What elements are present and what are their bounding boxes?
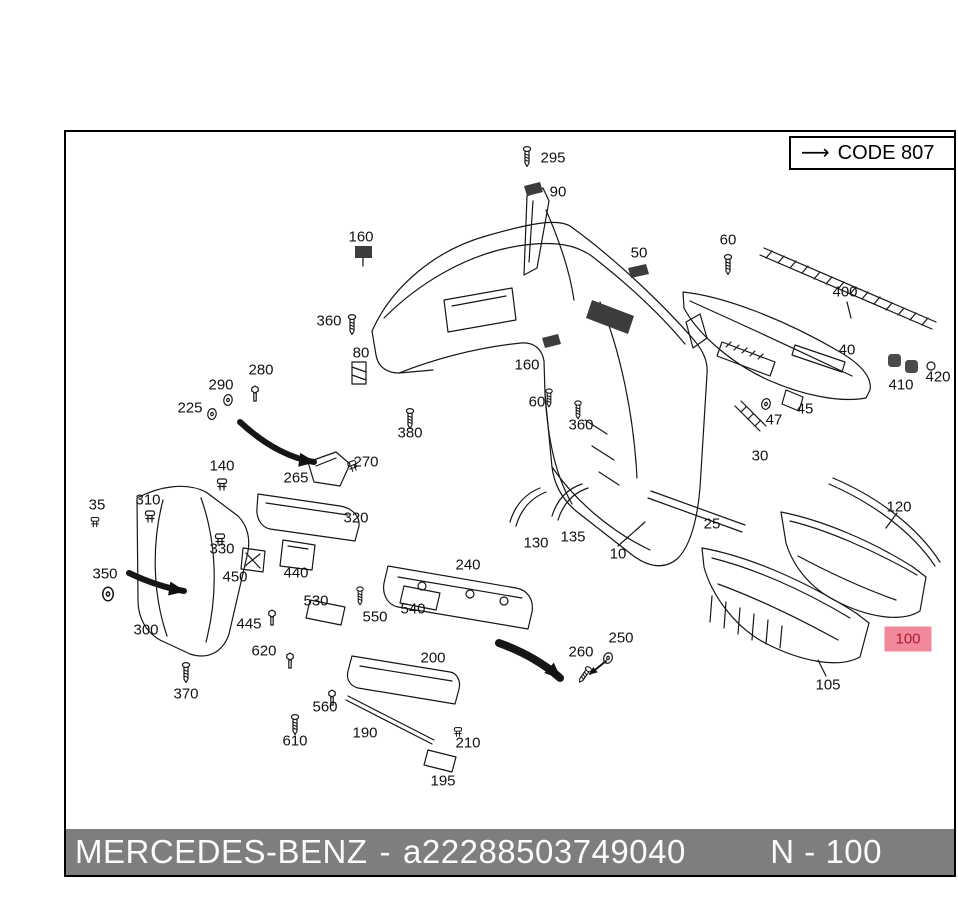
right-rear-panels-drawing: [647, 477, 941, 677]
part-label-300: 300: [133, 621, 159, 639]
part-label-310: 310: [135, 491, 161, 509]
part-label-210: 210: [455, 734, 481, 752]
part-label-290: 290: [208, 376, 234, 394]
part-label-540: 540: [400, 600, 426, 618]
part-label-135: 135: [560, 528, 586, 546]
footer-bar: MERCEDES-BENZ - a22288503749040 N - 100: [66, 829, 954, 875]
part-label-560: 560: [312, 698, 338, 716]
top-fasteners-drawing: [347, 146, 733, 430]
arrow-right-icon: ⟶: [801, 142, 830, 164]
part-label-47: 47: [765, 411, 783, 429]
part-label-550: 550: [362, 608, 388, 626]
code-label: CODE 807: [837, 141, 935, 164]
part-label-200: 200: [420, 649, 446, 667]
footer-reference: N - 100: [770, 833, 882, 870]
diagram-frame: MERCEDES-BENZ - a22288503749040 N - 100: [64, 130, 956, 877]
footer-part-number: a22288503749040: [403, 833, 686, 870]
part-label-10: 10: [609, 545, 627, 563]
part-label-330: 330: [209, 540, 235, 558]
part-label-320: 320: [343, 509, 369, 527]
part-label-360: 360: [568, 416, 594, 434]
part-label-370: 370: [173, 685, 199, 703]
part-label-530: 530: [303, 592, 329, 610]
part-label-100[interactable]: 100: [884, 626, 932, 652]
part-label-225: 225: [177, 399, 203, 417]
part-label-90: 90: [549, 183, 567, 201]
underside-fasteners-drawing: [509, 483, 615, 685]
part-label-265: 265: [283, 469, 309, 487]
code-box: ⟶ CODE 807: [789, 136, 956, 170]
part-label-35: 35: [88, 496, 106, 514]
part-label-360: 360: [316, 312, 342, 330]
part-label-240: 240: [455, 556, 481, 574]
part-label-25: 25: [703, 515, 721, 533]
part-label-160: 160: [348, 228, 374, 246]
part-label-195: 195: [430, 772, 456, 790]
part-label-30: 30: [751, 447, 769, 465]
left-wheel-arch-liner-drawing: [90, 385, 360, 657]
part-label-420: 420: [925, 368, 951, 386]
part-label-610: 610: [282, 732, 308, 750]
part-label-120: 120: [886, 498, 912, 516]
part-label-295: 295: [540, 149, 566, 167]
footer-brand: MERCEDES-BENZ: [75, 833, 368, 870]
direction-arrows: [126, 419, 607, 682]
part-label-60: 60: [528, 393, 546, 411]
part-label-440: 440: [283, 564, 309, 582]
diffuser-and-trim-drawing: [682, 247, 937, 432]
part-label-410: 410: [888, 376, 914, 394]
lower-brackets-drawing: [181, 539, 533, 773]
part-label-140: 140: [209, 457, 235, 475]
part-label-40: 40: [838, 341, 856, 359]
part-label-60: 60: [719, 231, 737, 249]
part-label-130: 130: [523, 534, 549, 552]
part-label-160: 160: [514, 356, 540, 374]
part-label-445: 445: [236, 615, 262, 633]
part-label-380: 380: [397, 424, 423, 442]
footer-separator: -: [379, 833, 392, 870]
part-label-80: 80: [352, 344, 370, 362]
part-label-105: 105: [815, 676, 841, 694]
part-label-620: 620: [251, 642, 277, 660]
part-label-400: 400: [832, 283, 858, 301]
bumper-cover-drawing: [371, 187, 708, 567]
part-label-280: 280: [248, 361, 274, 379]
part-label-270: 270: [353, 453, 379, 471]
part-label-450: 450: [222, 568, 248, 586]
part-label-260: 260: [568, 643, 594, 661]
footer-left-group: MERCEDES-BENZ - a22288503749040: [75, 833, 686, 871]
part-label-45: 45: [796, 400, 814, 418]
part-label-350: 350: [92, 565, 118, 583]
part-label-190: 190: [352, 724, 378, 742]
part-label-50: 50: [630, 244, 648, 262]
part-label-250: 250: [608, 629, 634, 647]
